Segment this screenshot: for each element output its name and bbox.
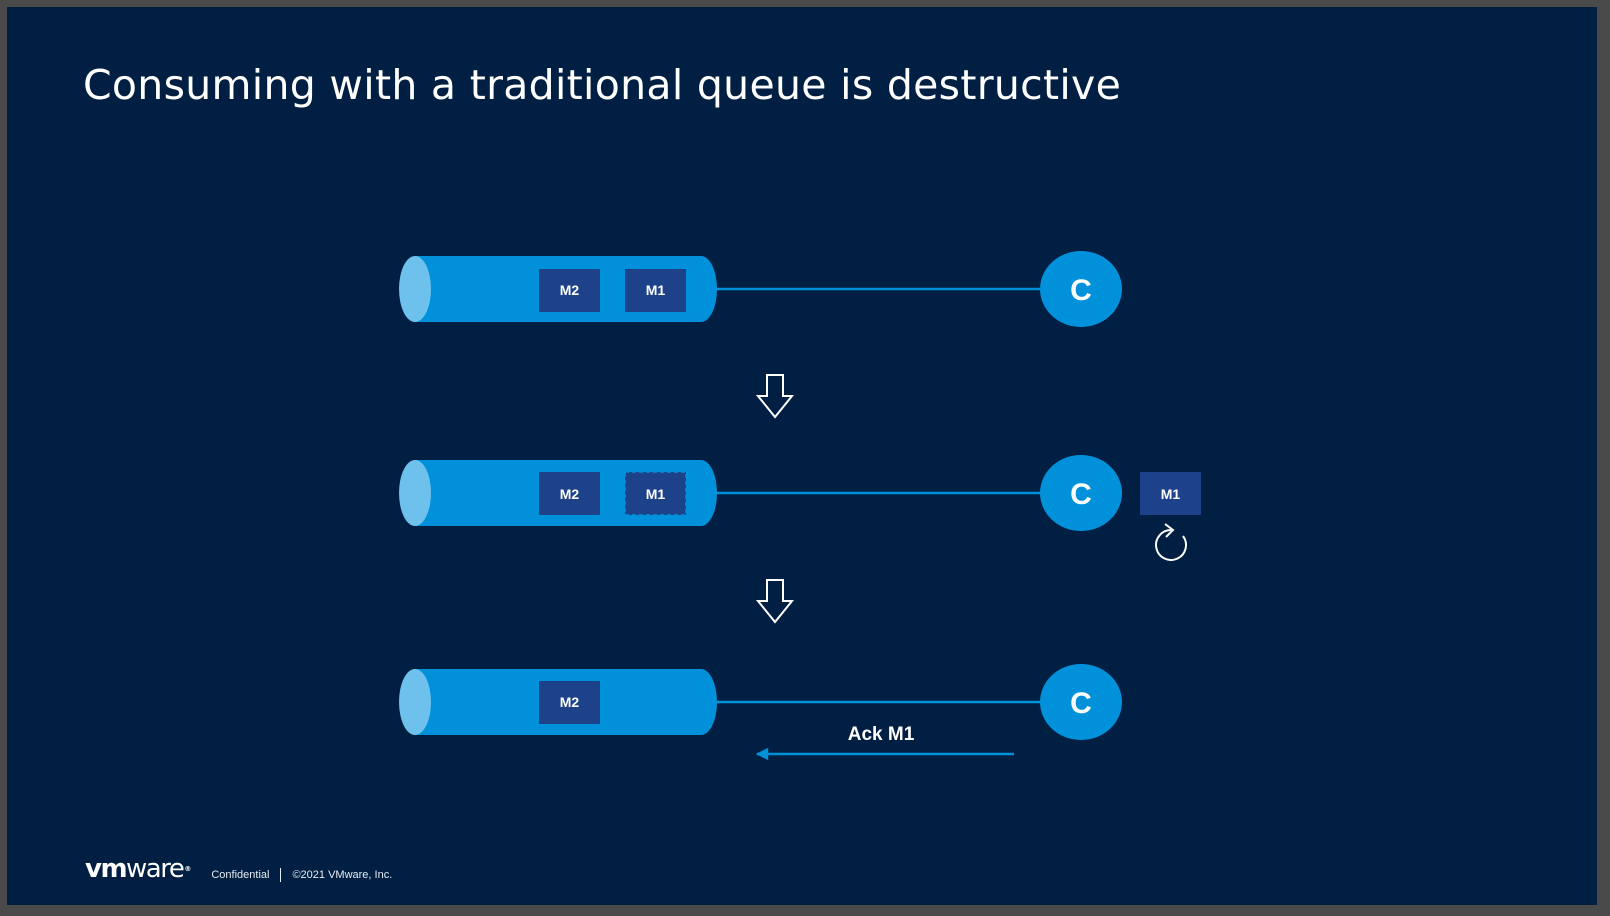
message-box-m1-unacked: M1 (624, 471, 687, 516)
down-arrow-icon (755, 579, 795, 624)
message-box-m2: M2 (539, 681, 600, 724)
message-label: M2 (560, 282, 580, 298)
queue-diagram: M2 M1 C M2 (399, 251, 1201, 761)
consumer-label: C (1070, 478, 1092, 511)
confidential-label: Confidential (211, 869, 270, 881)
down-arrow-icon (755, 374, 795, 419)
message-label: M1 (1161, 486, 1181, 502)
consumer-node: C (1040, 455, 1122, 531)
logo-bold: vm (85, 854, 128, 884)
consumer-label: C (1070, 274, 1092, 307)
footer: vmware® Confidential ©2021 VMware, Inc. (85, 852, 392, 882)
consumer-label: C (1070, 687, 1092, 720)
slide-title: Consuming with a traditional queue is de… (83, 61, 1122, 109)
stage-1: M2 M1 C (399, 251, 1122, 327)
consumer-node: C (1040, 251, 1122, 327)
consumer-node: C (1040, 664, 1122, 740)
message-box-m2: M2 (539, 472, 600, 515)
ack-label: Ack M1 (848, 724, 915, 745)
stage-3: M2 C Ack M1 (399, 664, 1122, 761)
in-flight-message-box: M1 (1140, 472, 1201, 515)
stage-2: M2 M1 C M1 (399, 455, 1201, 561)
logo-mark: ® (184, 865, 192, 873)
message-label: M2 (560, 486, 580, 502)
message-label: M1 (646, 486, 666, 502)
refresh-icon (1155, 523, 1187, 561)
message-label: M2 (560, 694, 580, 710)
logo-regular: ware (126, 854, 185, 884)
message-box-m1: M1 (625, 269, 686, 312)
message-label: M1 (646, 282, 666, 298)
slide: Consuming with a traditional queue is de… (7, 7, 1597, 905)
message-box-m2: M2 (539, 269, 600, 312)
footer-divider (280, 868, 282, 882)
vmware-logo: vmware® (85, 856, 191, 882)
copyright-label: ©2021 VMware, Inc. (292, 869, 393, 881)
